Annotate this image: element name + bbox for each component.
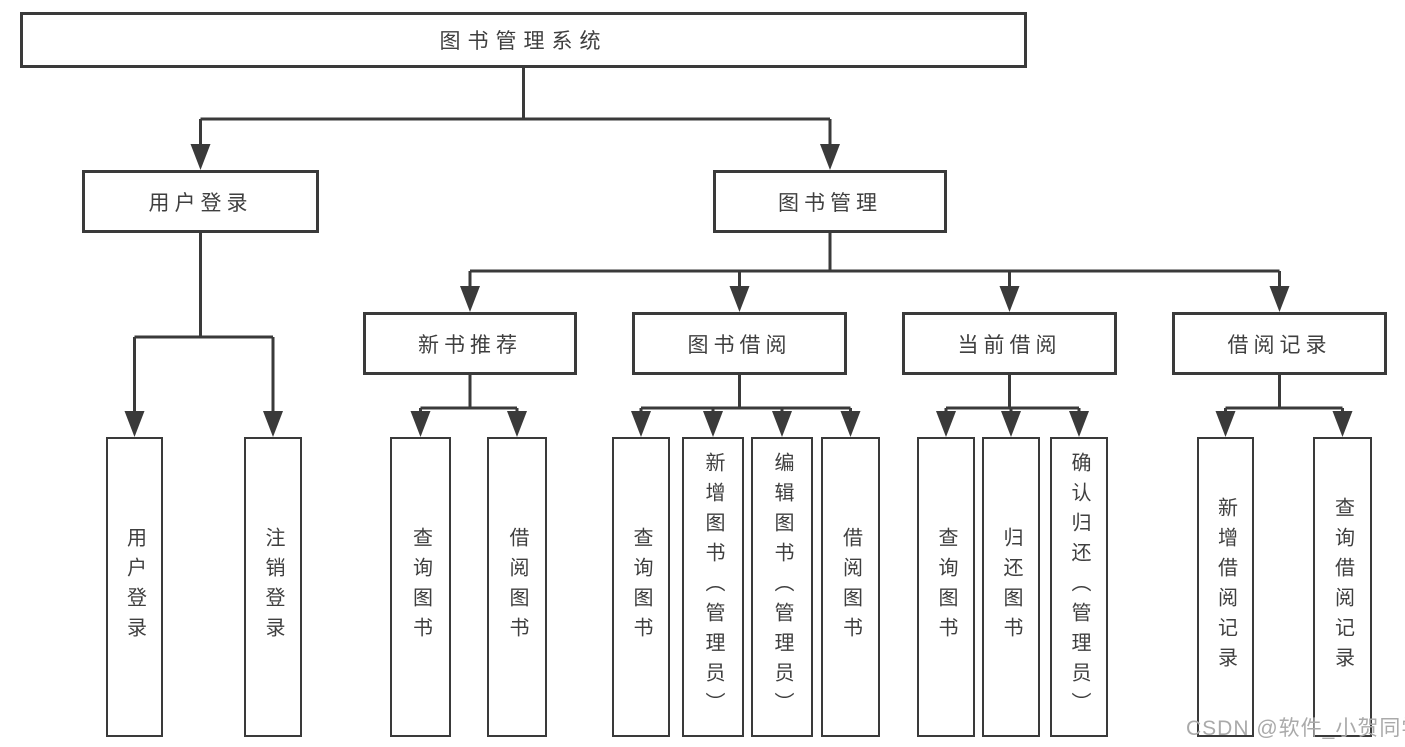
leaf-user-login: 用户登录 — [106, 437, 163, 737]
leaf-add-borrow-record: 新增借阅记录 — [1197, 437, 1254, 737]
leaf-confirm-return-admin: 确认归还（管理员） — [1050, 437, 1108, 737]
connector-stems — [133, 68, 1344, 419]
leaf-logout: 注销登录 — [244, 437, 302, 737]
leaf-return-books: 归还图书 — [982, 437, 1040, 737]
leaf-borrow-books: 借阅图书 — [821, 437, 880, 737]
node-current-borrowing: 当前借阅 — [902, 312, 1117, 375]
leaf-query-borrow-record: 查询借阅记录 — [1313, 437, 1372, 737]
leaf-add-book-admin: 新增图书（管理员） — [682, 437, 744, 737]
node-borrowing-records: 借阅记录 — [1172, 312, 1387, 375]
leaf-query-books-recommend: 查询图书 — [390, 437, 451, 737]
leaf-query-books-borrowing: 查询图书 — [612, 437, 670, 737]
arrowheads — [124, 144, 1353, 437]
leaf-edit-book-admin: 编辑图书（管理员） — [751, 437, 813, 737]
leaf-query-books-current: 查询图书 — [917, 437, 975, 737]
node-user-login-branch: 用户登录 — [82, 170, 319, 233]
leaf-borrow-books-recommend: 借阅图书 — [487, 437, 547, 737]
csdn-watermark-text: CSDN @软件_小贺同学 — [1186, 717, 1405, 740]
node-system-root: 图书管理系统 — [20, 12, 1027, 68]
node-book-borrowing: 图书借阅 — [632, 312, 847, 375]
node-new-book-recommendation: 新书推荐 — [363, 312, 577, 375]
node-book-management-branch: 图书管理 — [713, 170, 947, 233]
